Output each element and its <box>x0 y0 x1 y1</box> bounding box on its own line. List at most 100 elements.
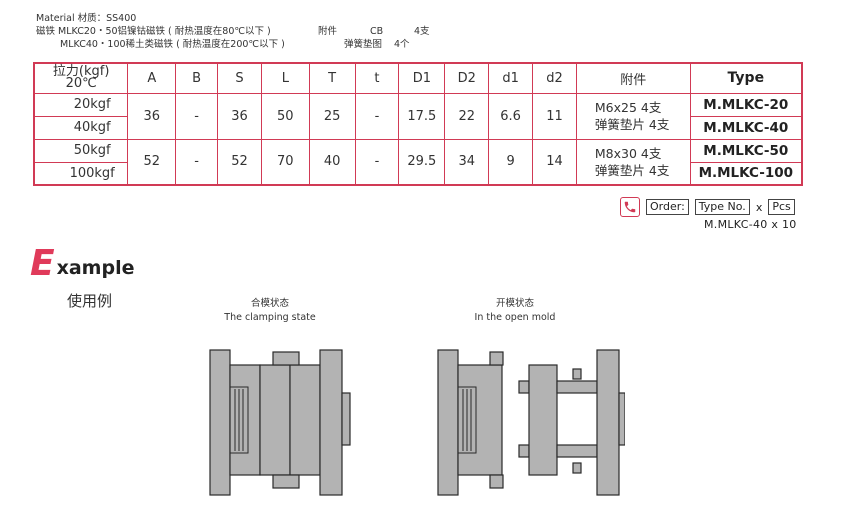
header-col-b: B <box>175 62 219 94</box>
cell-b: - <box>175 138 219 186</box>
accessory-cell: M8x30 4支 弹簧垫片 4支 <box>575 138 691 186</box>
table-row: 40kgf M.MLKC-40 <box>33 115 803 140</box>
order-format: Order: Type No. x Pcs <box>620 197 795 217</box>
header-col-t: T <box>308 62 356 94</box>
cell-l: 50 <box>260 92 310 140</box>
top-rod-end <box>518 380 530 394</box>
clamping-state-drawing <box>209 349 351 496</box>
example-big-letter: E <box>30 243 55 284</box>
table-row: 50kgf 52 - 52 70 40 - 29.5 34 9 14 M8x30… <box>33 138 803 186</box>
header-col-d2: D2 <box>444 62 490 94</box>
cell-t-small: - <box>354 92 400 140</box>
cell-b: - <box>175 92 219 140</box>
clamping-caption-cn: 合模状态 <box>250 298 289 309</box>
cell-a: 36 <box>127 92 177 140</box>
accessory-item1-name: CB <box>370 26 384 37</box>
header-col-d1: D1 <box>398 62 446 94</box>
force-cell: 50kgf <box>33 138 129 163</box>
bottom-magnet-block <box>489 474 504 489</box>
top-tie-rod <box>556 380 598 394</box>
phone-icon <box>620 197 640 217</box>
header-col-d2-small: d2 <box>532 62 577 94</box>
accessory-bolt: M6x25 4支 <box>594 100 662 115</box>
force-cell: 20kgf <box>33 92 129 117</box>
cell-d2-small: 11 <box>532 92 577 140</box>
open-caption-en: In the open mold <box>474 312 556 323</box>
pcs-label: Pcs <box>768 199 795 215</box>
table-row: 100kgf M.MLKC-100 <box>33 161 803 186</box>
accessory-item2-name: 弹簧垫图 <box>344 39 383 50</box>
header-col-d1-small: d1 <box>488 62 534 94</box>
moving-mold-half <box>528 364 558 476</box>
header-col-s: S <box>217 62 262 94</box>
example-heading: E xample <box>30 243 135 284</box>
type-no-label: Type No. <box>694 199 750 215</box>
cell-d1: 29.5 <box>398 138 446 186</box>
type-cell: M.MLKC-20 <box>689 92 803 117</box>
cell-d1: 17.5 <box>398 92 446 140</box>
force-cell: 40kgf <box>33 115 129 140</box>
open-mold-drawing <box>437 349 625 496</box>
accessory-item2-qty: 4个 <box>394 39 410 50</box>
header-col-l: L <box>260 62 310 94</box>
example-title-rest: xample <box>56 257 135 279</box>
material-notes: Material 材质：SS400 磁铁 MLKC20・50铝镍钴磁铁 ( 耐热… <box>36 12 285 51</box>
accessory-label: 附件 <box>318 26 338 37</box>
fixed-platen <box>209 349 231 496</box>
type-cell: M.MLKC-40 <box>689 115 803 140</box>
fixed-mold-half <box>457 364 503 476</box>
cell-t-small: - <box>354 138 400 186</box>
top-rod-collar <box>572 368 582 380</box>
moving-platen <box>596 349 620 496</box>
clamping-caption: 合模状态 The clamping state <box>210 297 330 325</box>
accessory-item1-qty: 4支 <box>414 26 430 37</box>
cell-d1-small: 6.6 <box>488 92 534 140</box>
open-caption-cn: 开模状态 <box>495 298 534 309</box>
type-cell: M.MLKC-100 <box>689 161 803 186</box>
bottom-magnet-block <box>272 474 300 489</box>
cell-d2: 34 <box>444 138 490 186</box>
header-col-t-small: t <box>354 62 400 94</box>
accessory-washer: 弹簧垫片 4支 <box>594 117 670 132</box>
spec-table: 拉力(kgf) 20℃ A B S L T t D1 D2 d1 d2 附件 T… <box>33 62 803 186</box>
accessory-notes: 附件 CB 4支 弹簧垫图 4个 <box>318 25 430 51</box>
type-cell: M.MLKC-50 <box>689 138 803 163</box>
cell-d1-small: 9 <box>488 138 534 186</box>
moving-platen <box>319 349 343 496</box>
order-label: Order: <box>646 199 689 215</box>
moving-plate <box>289 364 321 476</box>
header-force: 拉力(kgf) 20℃ <box>33 62 129 94</box>
times-sign: x <box>755 200 763 214</box>
bottom-rod-collar <box>572 462 582 474</box>
magnet-line-2: MLKC40・100稀土类磁铁 ( 耐热温度在200℃以下 ) <box>60 39 285 50</box>
clamping-caption-en: The clamping state <box>224 312 316 323</box>
table-row: 20kgf 36 - 36 50 25 - 17.5 22 6.6 11 M6x… <box>33 92 803 140</box>
header-force-line1: 拉力(kgf) <box>52 64 110 80</box>
bottom-rod-end <box>518 444 530 458</box>
magnet-housing <box>229 386 249 454</box>
cell-d2: 22 <box>444 92 490 140</box>
cell-a: 52 <box>127 138 177 186</box>
ejector-stub <box>341 392 351 446</box>
cell-l: 70 <box>260 138 310 186</box>
cell-d2-small: 14 <box>532 138 577 186</box>
moving-mold-half <box>259 364 291 476</box>
fixed-platen <box>437 349 459 496</box>
force-cell: 100kgf <box>33 161 129 186</box>
order-example: M.MLKC-40 x 10 <box>704 218 797 231</box>
cell-t: 25 <box>308 92 356 140</box>
cell-t: 40 <box>308 138 356 186</box>
example-subtitle: 使用例 <box>67 292 113 310</box>
magnet-line-1: 磁铁 MLKC20・50铝镍钴磁铁 ( 耐热温度在80℃以下 ) <box>36 26 271 37</box>
header-accessory: 附件 <box>575 62 691 94</box>
top-magnet-block <box>272 351 300 366</box>
accessory-bolt: M8x30 4支 <box>594 145 662 161</box>
phone-icon-glyph <box>624 201 636 213</box>
bottom-tie-rod <box>556 444 598 458</box>
magnet-housing <box>457 386 477 454</box>
table-header-row: 拉力(kgf) 20℃ A B S L T t D1 D2 d1 d2 附件 T… <box>33 62 803 94</box>
cell-s: 36 <box>217 92 262 140</box>
header-type: Type <box>689 62 803 94</box>
ejector-stub <box>618 392 625 446</box>
open-caption: 开模状态 In the open mold <box>455 297 575 325</box>
